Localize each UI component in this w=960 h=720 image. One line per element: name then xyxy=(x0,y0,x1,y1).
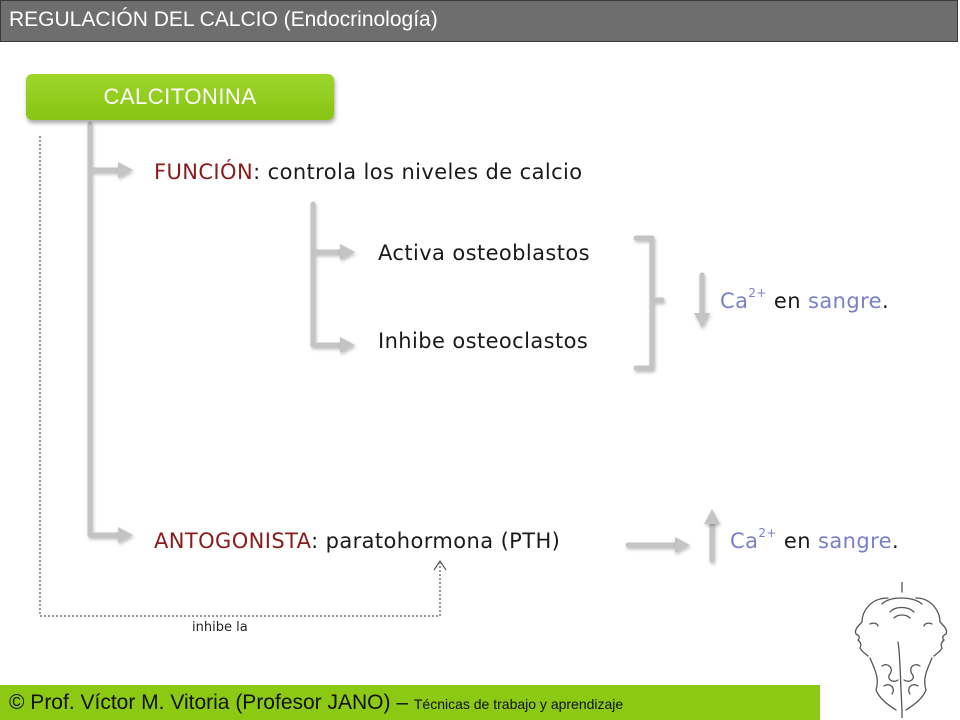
en-word: en xyxy=(766,289,809,313)
inhibition-arrow-head xyxy=(433,560,447,571)
badge-label: CALCITONINA xyxy=(103,84,257,109)
janus-two-faced-head-icon xyxy=(854,582,948,718)
antagonista-label: ANTOGONISTA xyxy=(154,529,312,553)
inhibe-osteoclastos-text: Inhibe osteoclastos xyxy=(378,329,589,353)
funcion-line: FUNCIÓN: controla los niveles de calcio xyxy=(154,160,583,184)
activa-osteoblastos-text: Activa osteoblastos xyxy=(378,241,590,265)
en-word: en xyxy=(776,529,819,553)
calcium-decrease-text: Ca2+ en sangre. xyxy=(720,286,890,313)
result-bracket xyxy=(633,235,655,371)
activa-arrow-head xyxy=(340,244,355,260)
down-arrow-head xyxy=(694,313,710,328)
calcium-symbol: Ca xyxy=(730,529,759,553)
sangre-word: sangre xyxy=(808,289,882,313)
inhibe-la-note: inhibe la xyxy=(192,620,248,635)
sub-branch-line xyxy=(310,201,343,348)
calcium-increase-text: Ca2+ en sangre. xyxy=(730,526,900,553)
calcitonina-badge: CALCITONINA xyxy=(26,74,334,120)
funcion-separator: : xyxy=(253,160,261,184)
header-bar: REGULACIÓN DEL CALCIO (Endocrinología) xyxy=(0,0,958,42)
antagonista-text: paratohormona (PTH) xyxy=(318,529,561,553)
footer-credit: © Prof. Víctor M. Vitoria (Profesor JANO… xyxy=(9,691,623,715)
main-trunk-line xyxy=(87,121,121,538)
footer-author: © Prof. Víctor M. Vitoria (Profesor JANO… xyxy=(9,691,414,714)
up-arrow-head xyxy=(704,509,720,524)
page-title: REGULACIÓN DEL CALCIO (Endocrinología) xyxy=(9,8,438,31)
calcium-charge: 2+ xyxy=(748,286,767,300)
antagonista-line: ANTOGONISTA: paratohormona (PTH) xyxy=(154,529,560,553)
calcium-symbol: Ca xyxy=(720,289,749,313)
footer-bar: © Prof. Víctor M. Vitoria (Profesor JANO… xyxy=(0,685,820,720)
calcium-charge: 2+ xyxy=(758,526,777,540)
footer-subtitle: Técnicas de trabajo y aprendizaje xyxy=(413,696,624,712)
funcion-arrow-head xyxy=(118,162,133,178)
inhibe-arrow-head xyxy=(340,337,355,353)
funcion-text: controla los niveles de calcio xyxy=(260,160,583,184)
antagonista-separator: : xyxy=(311,529,319,553)
antagonista-arrow-head xyxy=(118,527,133,543)
period: . xyxy=(881,289,890,313)
pth-arrow-head xyxy=(675,537,690,553)
inhibition-feedback-line xyxy=(39,136,441,617)
period: . xyxy=(891,529,900,553)
sangre-word: sangre xyxy=(818,529,892,553)
funcion-label: FUNCIÓN xyxy=(154,160,254,184)
